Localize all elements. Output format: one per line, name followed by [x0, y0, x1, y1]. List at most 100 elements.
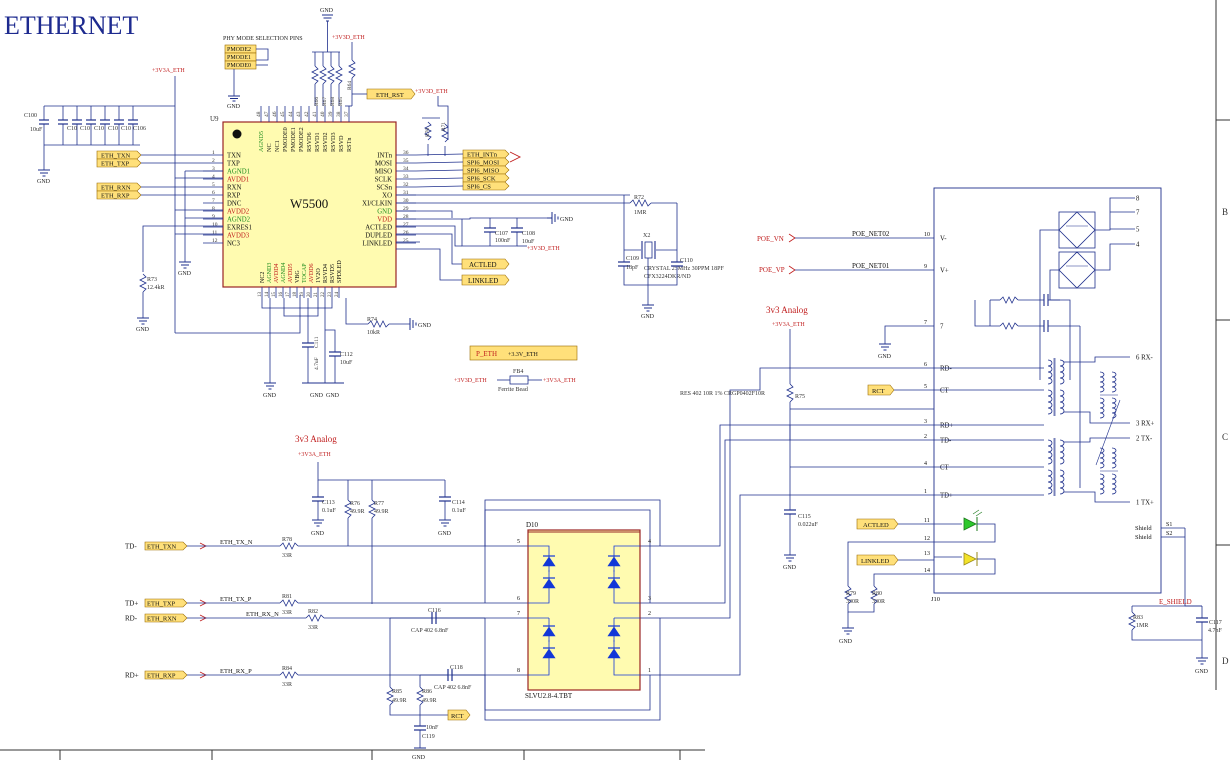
gnd-label: GND: [227, 104, 241, 110]
resistor-value: 33R: [282, 610, 292, 616]
eth-host-port[interactable]: [96, 150, 142, 160]
u9-pin-name: AVDD6: [309, 263, 315, 283]
u9-pin-number: 17: [286, 292, 291, 298]
transformer-coil-icon: [1047, 359, 1053, 385]
u9-pin-number: 20: [307, 292, 312, 298]
u9-pin-name: PMODE2: [298, 127, 305, 152]
d10-pin-number: 6: [517, 596, 520, 602]
rct-port-bottom[interactable]: [447, 709, 471, 721]
u9-pin-name: LINKLED: [363, 241, 393, 248]
signal-port[interactable]: [144, 541, 188, 551]
fb-left-net: +3V3D_ETH: [454, 378, 487, 384]
pmode-ports: PMODE2 PMODE1 PMODE0: [224, 44, 269, 70]
r85-label: R85: [392, 689, 402, 695]
c-bank-label: C106: [133, 126, 146, 132]
eth-host-port[interactable]: [96, 158, 142, 168]
r80-label: R80: [872, 591, 882, 597]
gnd-label: GND: [136, 327, 150, 333]
u9-pin-number: 1: [212, 150, 215, 156]
r75-label: R75: [795, 394, 805, 400]
c112-label: C112: [340, 352, 353, 358]
u9-pin-name: VDD: [377, 217, 392, 224]
bob-smith-caps: C116 CAP 402 6.8nF C118 CAP 402 6.8nF R8…: [386, 608, 485, 761]
j10-pin-name: V+: [940, 268, 949, 275]
yellow-led-icon: [963, 552, 977, 566]
r83-value: 1MR: [1136, 623, 1148, 629]
vdd-decoupling: GND C107 100nF C108 10uF +3V3D_ETH: [396, 210, 574, 252]
u9-pin-number: 5: [212, 182, 215, 188]
j10-pin-number: 11: [924, 518, 930, 524]
rct-port-j10[interactable]: [867, 384, 895, 396]
spi-port[interactable]: [462, 181, 510, 191]
gnd-label: GND: [320, 8, 334, 14]
j10-pin-number: 13: [924, 551, 930, 557]
linkled-port-j10[interactable]: [856, 554, 899, 566]
signal-row-label: RD+: [125, 672, 139, 680]
j10-body: [933, 187, 1162, 594]
c114-label: C114: [452, 500, 465, 506]
spi-port[interactable]: [462, 165, 510, 175]
u9-pin-number: 43: [296, 111, 302, 117]
gnd-label: GND: [560, 217, 574, 223]
r71-label: R71: [441, 122, 447, 131]
u9-pin-number: 42: [304, 111, 310, 117]
transformer-coil-icon: [1111, 447, 1117, 469]
signal-port[interactable]: [144, 613, 188, 623]
linkled-j10-label: LINKLED: [861, 558, 889, 565]
eth-rst-port[interactable]: [366, 88, 416, 100]
decoupling-bank: +3V3A_ETH C100 10uF C10 C10 C10 C10 C10 …: [24, 68, 185, 333]
net-label: ETH_RX_P: [220, 668, 252, 675]
transformer-coil-icon: [1047, 469, 1053, 495]
j10-pin-number: 9: [924, 264, 927, 270]
u9-pin-name: AGND4: [281, 263, 287, 283]
u9-pin-number: 45: [280, 111, 286, 117]
eth-host-port[interactable]: [96, 190, 142, 200]
c-bank-label: C10: [67, 126, 77, 132]
eth-host-port-label: ETH_RXP: [101, 193, 130, 200]
u9-pin-number: 26: [403, 230, 409, 236]
resistor-icon: [311, 65, 319, 85]
u9-pin-name: AGND5: [258, 131, 265, 152]
transformer-coil-icon: [1099, 473, 1105, 495]
r77-label: R77: [374, 501, 384, 507]
pmode2-label: PMODE2: [227, 47, 251, 53]
u9-pin-name: VBG: [295, 270, 301, 283]
u9-pin-number: 32: [403, 182, 409, 188]
u9-pin-name: RSTn: [346, 138, 353, 152]
actled-j10-label: ACTLED: [863, 522, 889, 529]
shield-label-2: Shield: [1135, 534, 1152, 541]
r66-label: R66: [314, 97, 320, 106]
u9-pin-number: 7: [212, 198, 215, 204]
resistor-icon: [319, 65, 327, 85]
spi-port-label: ETH_INTn: [467, 152, 498, 159]
r65-label: R65: [338, 97, 344, 106]
zone-c-label: C: [1222, 432, 1228, 442]
signal-port[interactable]: [144, 670, 188, 680]
gnd-label: GND: [311, 531, 325, 537]
resistor-value: 33R: [308, 625, 318, 631]
spi-port[interactable]: [462, 157, 510, 167]
linkled-port[interactable]: [461, 274, 510, 286]
actled-port[interactable]: [461, 258, 510, 270]
pmode1-label: PMODE1: [227, 55, 251, 61]
termination-section: 3v3 Analog +3V3A_ETH GND C113 0.1uF GND …: [295, 434, 467, 604]
phy-mode-note: PHY MODE SELECTION PINS: [223, 36, 303, 42]
u9-pin-number: 44: [288, 111, 294, 117]
j10-pin-number: 12: [924, 536, 930, 542]
spi-port[interactable]: [462, 149, 510, 159]
j10-pin-number: 3: [924, 419, 927, 425]
spi-port[interactable]: [462, 173, 510, 183]
u9-pin-name: XI/CLKIN: [362, 201, 392, 208]
shield-label-1: Shield: [1135, 525, 1152, 532]
eth-host-port[interactable]: [96, 182, 142, 192]
signal-port[interactable]: [144, 598, 188, 608]
w5500-bottom-pins: 13NC214AGND315AVDD416AGND417AVDD518VBG19…: [258, 260, 343, 298]
u9-pin-number: 16: [279, 292, 284, 298]
j10-right-label: 3 RX+: [1136, 421, 1155, 428]
u9-pin-name: PMODE0: [282, 127, 289, 152]
u9-pin-number: 2: [212, 158, 215, 164]
actled-port-j10[interactable]: [856, 518, 899, 530]
signal-row-label: TD-: [125, 543, 137, 551]
c116-value: CAP 402 6.8nF: [411, 628, 449, 634]
u9-pin-name: SCLK: [375, 177, 392, 184]
